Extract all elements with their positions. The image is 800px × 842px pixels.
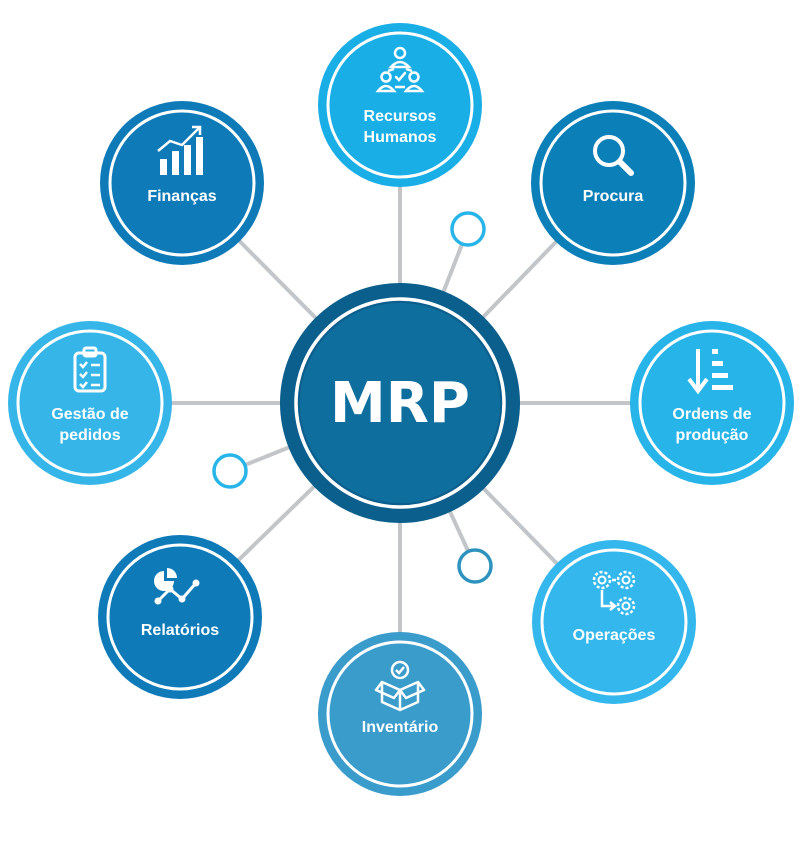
node-financas: Finanças (100, 101, 264, 265)
satellite-dot (212, 453, 248, 489)
center-label: MRP (330, 371, 470, 436)
node-label-recursos-humanos-line1: Recursos (364, 108, 437, 125)
node-label-financas: Finanças (147, 188, 216, 205)
satellite-dot (457, 548, 493, 584)
package-box-icon (374, 660, 426, 712)
center-white-ring (294, 297, 506, 509)
node-label-gestao-de-pedidos-line1: Gestão de (51, 406, 128, 423)
node-inner-ring (638, 329, 786, 477)
node-inner-ring (326, 640, 474, 788)
node-inner-ring (108, 109, 256, 257)
node-relatorios: Relatórios (98, 535, 262, 699)
node-label-ordens-de-producao-line2: produção (676, 427, 749, 444)
node-label-relatorios: Relatórios (141, 622, 219, 639)
node-gestao-de-pedidos: Gestão de pedidos (8, 321, 172, 485)
node-label-operacoes: Operações (573, 627, 656, 644)
pie-and-line-chart-icon (154, 568, 200, 605)
node-circle (100, 101, 264, 265)
node-inner-ring (326, 31, 474, 179)
node-circle (630, 321, 794, 485)
node-label-ordens-de-producao-line1: Ordens de (672, 406, 751, 423)
checklist-clipboard-icon (73, 346, 107, 393)
sort-descending-icon (687, 349, 733, 395)
node-label-recursos-humanos-line2: Humanos (364, 129, 437, 146)
node-operacoes: Operações (532, 540, 696, 704)
node-procura: Procura (531, 101, 695, 265)
node-circle (318, 23, 482, 187)
node-label-inventario: Inventário (362, 719, 439, 736)
team-icon (375, 46, 425, 93)
node-circle (8, 321, 172, 485)
node-inventario: Inventário (318, 632, 482, 796)
center-node: MRP (280, 283, 520, 523)
gears-workflow-icon (592, 570, 636, 616)
node-circle (532, 540, 696, 704)
node-label-procura: Procura (583, 188, 644, 205)
magnifier-icon (593, 135, 634, 176)
node-inner-ring (539, 109, 687, 257)
node-inner-ring (16, 329, 164, 477)
center-inner (300, 303, 500, 503)
node-circle (318, 632, 482, 796)
node-inner-ring (540, 548, 688, 696)
node-ordens-de-producao: Ordens de produção (630, 321, 794, 485)
small-satellite-nodes (212, 211, 493, 584)
node-circle (531, 101, 695, 265)
growth-chart-icon (157, 125, 203, 175)
satellite-dot (450, 211, 486, 247)
node-label-gestao-de-pedidos-line2: pedidos (59, 427, 120, 444)
node-inner-ring (106, 543, 254, 691)
node-circle (98, 535, 262, 699)
